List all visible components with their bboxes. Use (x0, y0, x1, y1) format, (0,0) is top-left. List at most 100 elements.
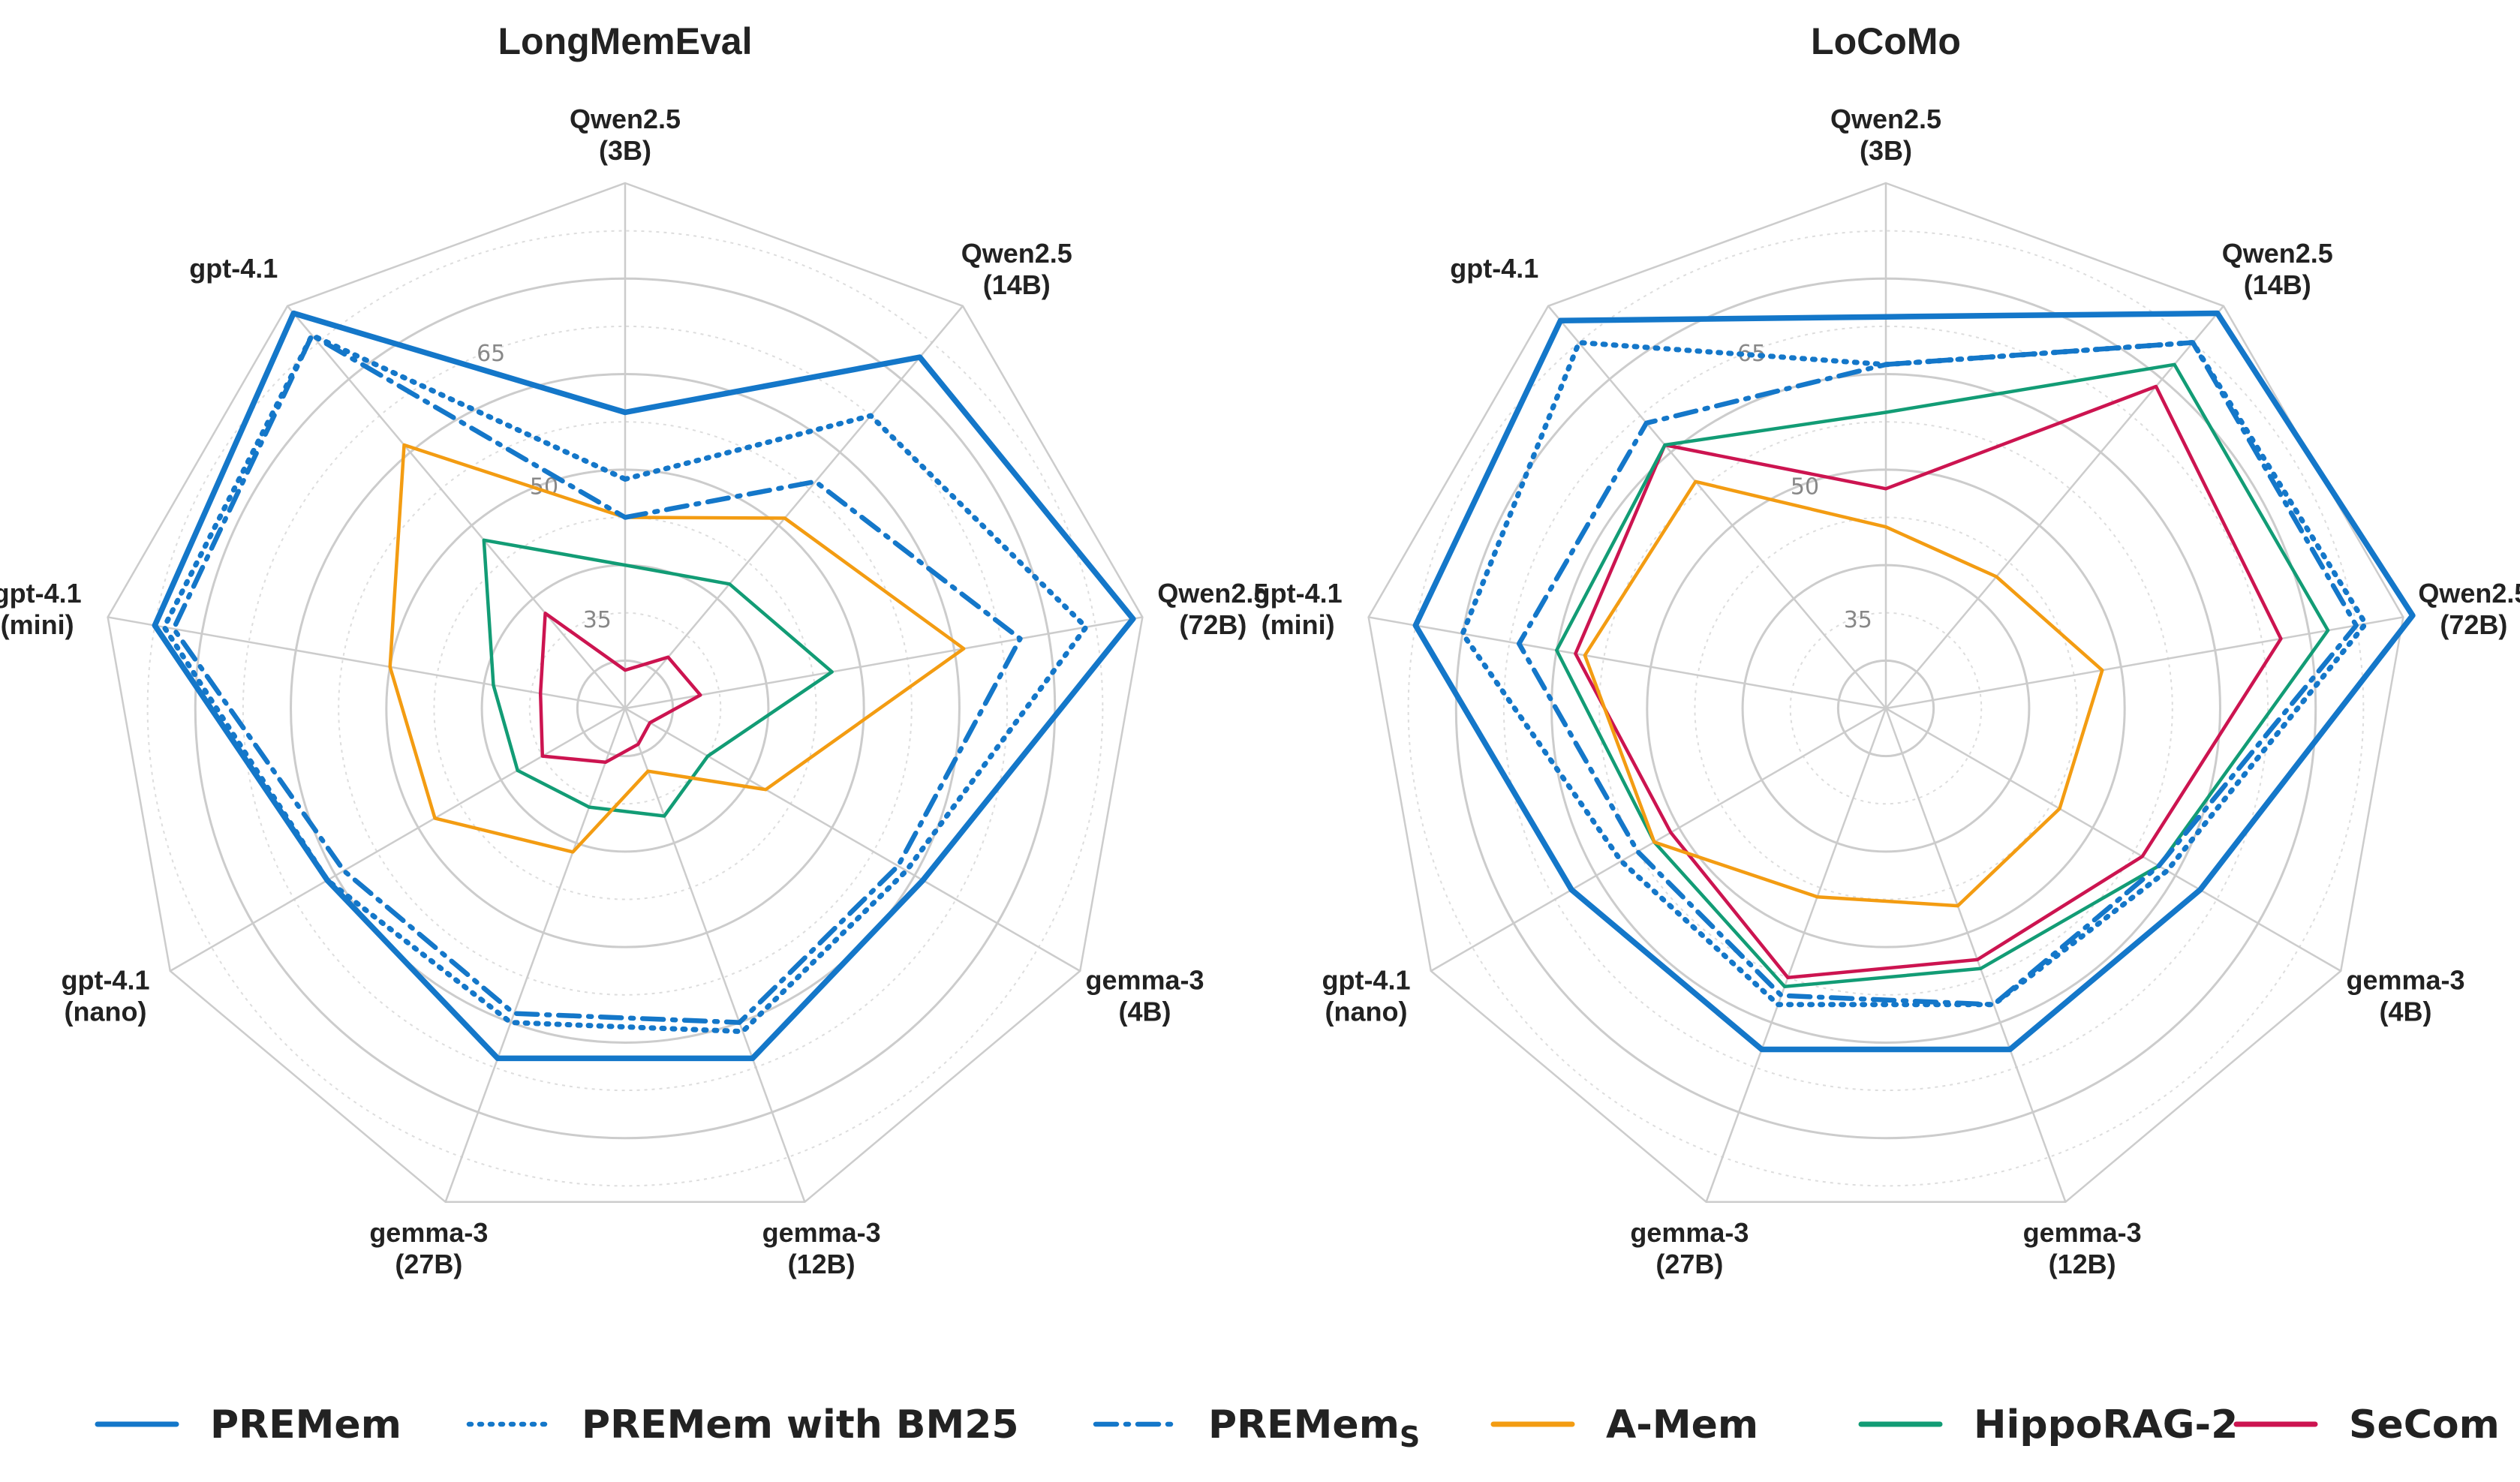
series-premem (1412, 310, 2416, 1053)
panel-longmemeval: LongMemEval355065Qwen2.5(3B)Qwen2.5(14B)… (0, 20, 1268, 1279)
series-secom (538, 612, 702, 765)
grid-ring (1694, 516, 2078, 900)
category-label-sub: (3B) (1860, 135, 1912, 166)
legend-item: PREMemS (1093, 1402, 1420, 1453)
legend-item: HippoRAG-2 (1858, 1402, 2238, 1447)
legend-subscript: S (1400, 1420, 1420, 1453)
grid-ring (1598, 421, 2173, 996)
radar-grid (1367, 182, 2404, 1204)
category-label: gemma-3 (1085, 965, 1204, 996)
legend-label: A-Mem (1606, 1402, 1758, 1447)
series-a-mem (388, 443, 966, 854)
tick-label: 35 (1844, 607, 1872, 633)
axis-spoke (444, 708, 627, 1203)
panel-locomo: LoCoMo355065Qwen2.5(3B)Qwen2.5(14B)Qwen2… (1254, 20, 2520, 1279)
category-label: Qwen2.5 (2222, 238, 2333, 269)
grid-ring (146, 230, 1104, 1187)
axis-spoke (624, 305, 964, 709)
category-label-sub: (4B) (2380, 997, 2432, 1027)
legend-label-text: SeCom (2349, 1402, 2500, 1447)
axis-spoke (1705, 708, 1887, 1203)
tick-label: 35 (583, 607, 612, 633)
legend-label-text: PREMem with BM25 (582, 1402, 1019, 1447)
axis-spoke (287, 305, 626, 709)
tick-label: 50 (1791, 474, 1819, 501)
category-label: Qwen2.5 (570, 104, 681, 134)
axis-spoke (107, 616, 626, 710)
series-premem (152, 310, 1136, 1062)
category-label: gpt-4.1 (189, 253, 278, 284)
legend-label: SeCom (2349, 1402, 2500, 1447)
axis-spoke (624, 616, 1143, 710)
legend-item: SeCom (2233, 1402, 2500, 1447)
category-label-sub: (nano) (65, 997, 147, 1027)
category-label: gpt-4.1 (1322, 965, 1410, 996)
axis-spoke (624, 707, 1081, 972)
category-label: Qwen2.5 (961, 238, 1072, 269)
legend-label-text: HippoRAG-2 (1974, 1402, 2238, 1447)
category-label: gemma-3 (2346, 965, 2464, 996)
legend-label-text: PREMem (1208, 1402, 1400, 1447)
grid-ring (1502, 325, 2269, 1092)
legend-label: PREMem (210, 1402, 401, 1447)
series-premem-with-bm25 (161, 332, 1089, 1035)
series-lines (152, 310, 1136, 1062)
axis-spoke (1885, 707, 2341, 972)
category-label: gemma-3 (762, 1217, 881, 1248)
axis-spoke (1885, 305, 2224, 709)
axis-spoke (1884, 708, 2067, 1203)
series-lines (1412, 310, 2416, 1053)
category-label: gpt-4.1 (1450, 253, 1538, 284)
series-hipporag-2 (1555, 362, 2330, 989)
legend-label: HippoRAG-2 (1974, 1402, 2238, 1447)
category-label: gpt-4.1 (0, 578, 82, 609)
panel-title: LoCoMo (1811, 20, 1961, 62)
legend-label: PREMemS (1208, 1402, 1420, 1453)
category-label-sub: (12B) (788, 1249, 856, 1279)
category-label: Qwen2.5 (1830, 104, 1941, 134)
category-label-sub: (nano) (1325, 997, 1408, 1027)
series-premem-with-bm25 (1460, 340, 2368, 1008)
grid-ring (528, 612, 722, 805)
category-label-sub: (4B) (1119, 997, 1171, 1027)
tick-label: 65 (477, 341, 505, 367)
category-label-sub: (27B) (395, 1249, 462, 1279)
category-label-sub: (3B) (599, 135, 651, 166)
category-label: gemma-3 (369, 1217, 488, 1248)
category-label-sub: (mini) (1262, 609, 1335, 640)
category-label-sub: (27B) (1655, 1249, 1723, 1279)
series-secom (1574, 384, 2283, 980)
legend-label-text: A-Mem (1606, 1402, 1758, 1447)
category-label-sub: (12B) (2049, 1249, 2116, 1279)
category-label-sub: (14B) (2244, 269, 2311, 300)
grid-ring (433, 516, 817, 900)
axis-spoke (1547, 305, 1887, 709)
category-label: Qwen2.5 (1157, 578, 1268, 609)
category-label: gpt-4.1 (61, 965, 149, 996)
axis-spoke (1430, 707, 1887, 972)
category-label: gpt-4.1 (1254, 578, 1343, 609)
category-label: gemma-3 (2023, 1217, 2142, 1248)
outer-frame (107, 182, 1144, 1204)
legend-label: PREMem with BM25 (582, 1402, 1019, 1447)
category-label-sub: (14B) (983, 269, 1051, 300)
category-label: Qwen2.5 (2418, 578, 2520, 609)
panel-title: LongMemEval (498, 20, 753, 62)
legend-item: A-Mem (1490, 1402, 1758, 1447)
series-premem-s (1516, 340, 2359, 1007)
category-label-sub: (72B) (1179, 609, 1246, 640)
series-a-mem (1583, 479, 2104, 908)
legend-label-text: PREMem (210, 1402, 401, 1447)
series-premem-s (171, 332, 1023, 1025)
category-label-sub: (72B) (2440, 609, 2507, 640)
axis-spoke (1368, 616, 1887, 710)
axis-spoke (1885, 616, 2404, 710)
axis-spoke (170, 707, 626, 972)
grid-ring (338, 421, 913, 996)
legend-item: PREMem (95, 1402, 401, 1447)
category-label: gemma-3 (1630, 1217, 1749, 1248)
series-hipporag-2 (482, 538, 834, 818)
grid-ring (242, 325, 1009, 1092)
